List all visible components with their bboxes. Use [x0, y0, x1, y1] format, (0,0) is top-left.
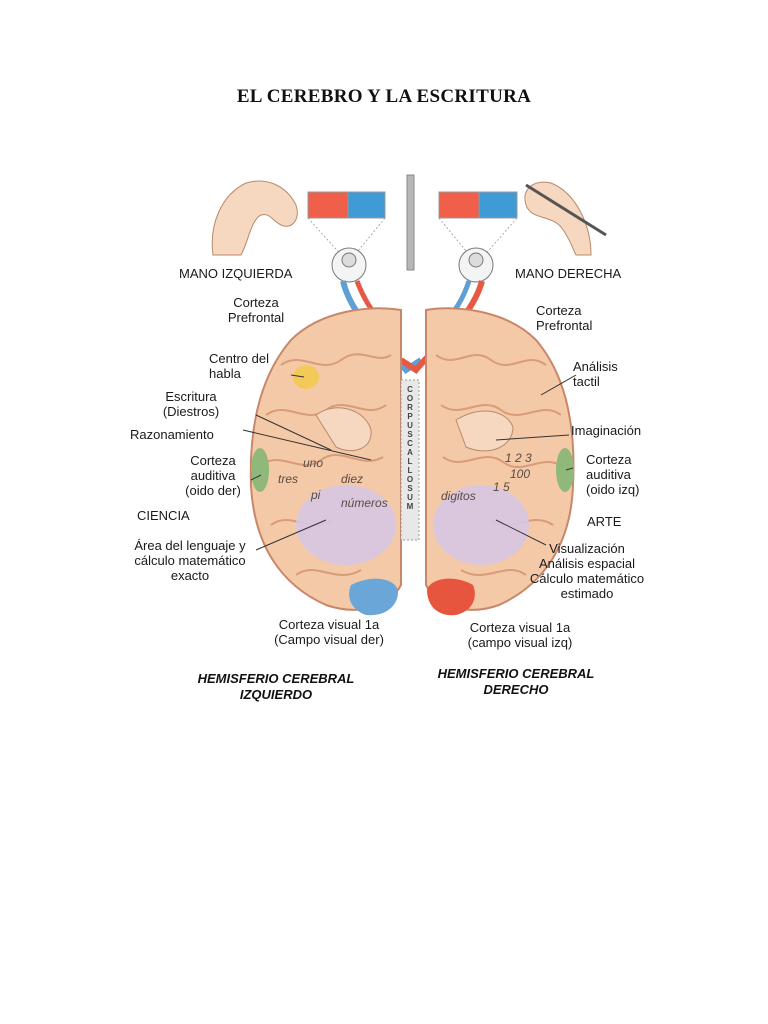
- label-corteza-visual-der: Corteza visual 1a (Campo visual der): [274, 617, 384, 647]
- brain-diagram: MANO IZQUIERDA MANO DERECHA Corteza Pref…: [121, 165, 656, 710]
- visual-field-right-blue: [478, 191, 518, 219]
- label-ciencia: CIENCIA: [137, 508, 190, 523]
- visual-cortex-left: [349, 578, 399, 616]
- word-uno: uno: [303, 456, 324, 470]
- label-mano-derecha: MANO DERECHA: [515, 266, 622, 281]
- visual-field-left-red: [307, 191, 349, 219]
- pen-right: [525, 183, 607, 237]
- corpus-callosum: [400, 379, 420, 541]
- label-imaginacion: Imaginación: [571, 423, 642, 438]
- sight-lines: [307, 217, 518, 258]
- label-mano-izquierda: MANO IZQUIERDA: [179, 266, 293, 281]
- label-razonamiento: Razonamiento: [130, 427, 214, 442]
- brain-illustration: [211, 174, 607, 616]
- eye-left: [331, 247, 367, 283]
- writing-hand-left: [315, 407, 372, 452]
- label-visualizacion: Visualización Análisis espacial Cálculo …: [529, 541, 645, 601]
- visual-cortex-right: [427, 578, 475, 616]
- word-pi: pi: [311, 488, 321, 502]
- label-corteza-visual-izq: Corteza visual 1a (campo visual izq): [467, 620, 573, 650]
- label-area-lenguaje: Área del lenguaje y cálculo matemático e…: [134, 538, 246, 583]
- word-123: 1 2 3: [505, 451, 532, 465]
- center-divider: [406, 174, 415, 271]
- visual-field-left-blue: [347, 191, 386, 219]
- word-15: 1 5: [493, 480, 510, 494]
- speech-area: [293, 365, 319, 389]
- label-centro-habla: Centro del habla: [209, 351, 269, 381]
- label-analisis-tactil: Análisis tactil: [573, 359, 618, 389]
- caption-hemisferio-izquierdo: HEMISFERIO CEREBRAL IZQUIERDO: [197, 671, 355, 702]
- label-escritura: Escritura (Diestros): [162, 389, 220, 419]
- word-numeros: números: [341, 496, 388, 510]
- word-digitos: digitos: [441, 489, 476, 503]
- label-corteza-prefrontal-left: Corteza Prefrontal: [227, 295, 285, 325]
- language-area: [296, 485, 396, 565]
- spatial-area: [433, 485, 529, 565]
- writing-hand-right: [455, 410, 514, 452]
- leader-lines: [242, 374, 577, 551]
- visual-field-right-red: [438, 191, 480, 219]
- label-corteza-prefrontal-right: Corteza Prefrontal: [536, 303, 593, 333]
- word-100: 100: [510, 467, 531, 481]
- hand-right: [524, 181, 592, 256]
- word-tres: tres: [278, 472, 299, 486]
- caption-hemisferio-derecho: HEMISFERIO CEREBRAL DERECHO: [437, 666, 595, 697]
- auditory-left: [251, 448, 269, 492]
- eye-right: [458, 247, 494, 283]
- label-corteza-auditiva-der: Corteza auditiva (oido der): [185, 453, 241, 498]
- hand-left: [211, 180, 298, 256]
- label-arte: ARTE: [587, 514, 622, 529]
- word-diez: diez: [341, 472, 364, 486]
- page-title: EL CEREBRO Y LA ESCRITURA: [236, 86, 532, 107]
- auditory-right: [556, 448, 574, 492]
- label-corteza-auditiva-izq: Corteza auditiva (oido izq): [586, 452, 640, 497]
